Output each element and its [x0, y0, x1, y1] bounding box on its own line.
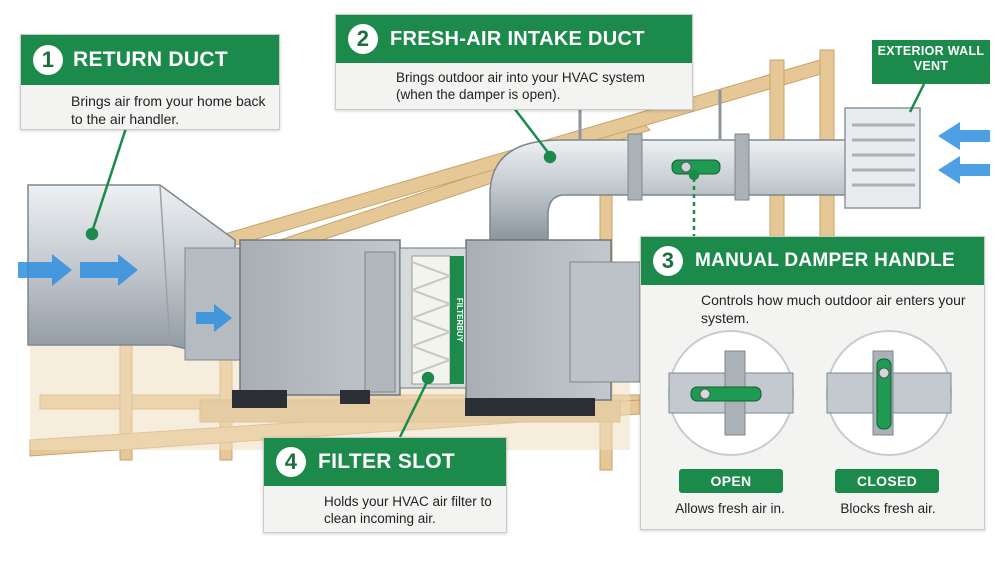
callout-description: Controls how much outdoor air enters you…: [701, 292, 966, 326]
callout-description: Brings outdoor air into your HVAC system…: [396, 70, 645, 102]
arrow-icon: [80, 254, 138, 286]
callout-header: 1 RETURN DUCT: [21, 35, 279, 85]
callout-manual-damper-handle: 3 MANUAL DAMPER HANDLE Controls how much…: [640, 236, 985, 530]
callout-fresh-air-intake-duct: 2 FRESH-AIR INTAKE DUCT Brings outdoor a…: [335, 14, 693, 110]
callout-header: 3 MANUAL DAMPER HANDLE: [641, 237, 984, 285]
damper-closed-badge: CLOSED: [835, 469, 939, 493]
arrow-icon: [196, 304, 232, 332]
exterior-wall-vent-label: EXTERIOR WALL VENT: [872, 40, 990, 84]
damper-closed-illustration: [826, 330, 952, 456]
air-filter: FILTERBUY: [399, 247, 467, 389]
callout-header: 2 FRESH-AIR INTAKE DUCT: [336, 15, 692, 63]
callout-description: Brings air from your home back to the ai…: [71, 93, 266, 127]
exterior-wall-vent: [844, 107, 921, 209]
callout-title: FRESH-AIR INTAKE DUCT: [390, 27, 645, 50]
callout-header: 4 FILTER SLOT: [264, 438, 506, 486]
fresh-air-intake-duct: [489, 90, 861, 241]
callout-description: Holds your HVAC air filter to clean inco…: [324, 494, 492, 526]
leader-lines: [85, 83, 926, 438]
callout-number: 2: [348, 24, 378, 54]
callout-title: RETURN DUCT: [73, 48, 228, 71]
callout-title: FILTER SLOT: [318, 450, 456, 473]
damper-closed-caption: Blocks fresh air.: [840, 501, 936, 516]
callout-return-duct: 1 RETURN DUCT Brings air from your home …: [20, 34, 280, 130]
damper-open-badge: OPEN: [679, 469, 783, 493]
damper-handle: [671, 159, 721, 175]
filter-brand-text: FILTERBUY: [455, 298, 464, 343]
callout-number: 1: [33, 45, 63, 75]
damper-open-caption: Allows fresh air in.: [675, 501, 785, 516]
air-handler: [232, 239, 641, 416]
airflow-arrows: [18, 122, 990, 332]
arrow-icon: [938, 122, 990, 150]
damper-open-illustration: [668, 330, 794, 456]
arrow-icon: [938, 156, 990, 184]
callout-filter-slot: 4 FILTER SLOT Holds your HVAC air filter…: [263, 437, 507, 533]
callout-number: 4: [276, 447, 306, 477]
callout-title: MANUAL DAMPER HANDLE: [695, 250, 956, 271]
callout-number: 3: [653, 246, 683, 276]
arrow-icon: [18, 254, 72, 286]
